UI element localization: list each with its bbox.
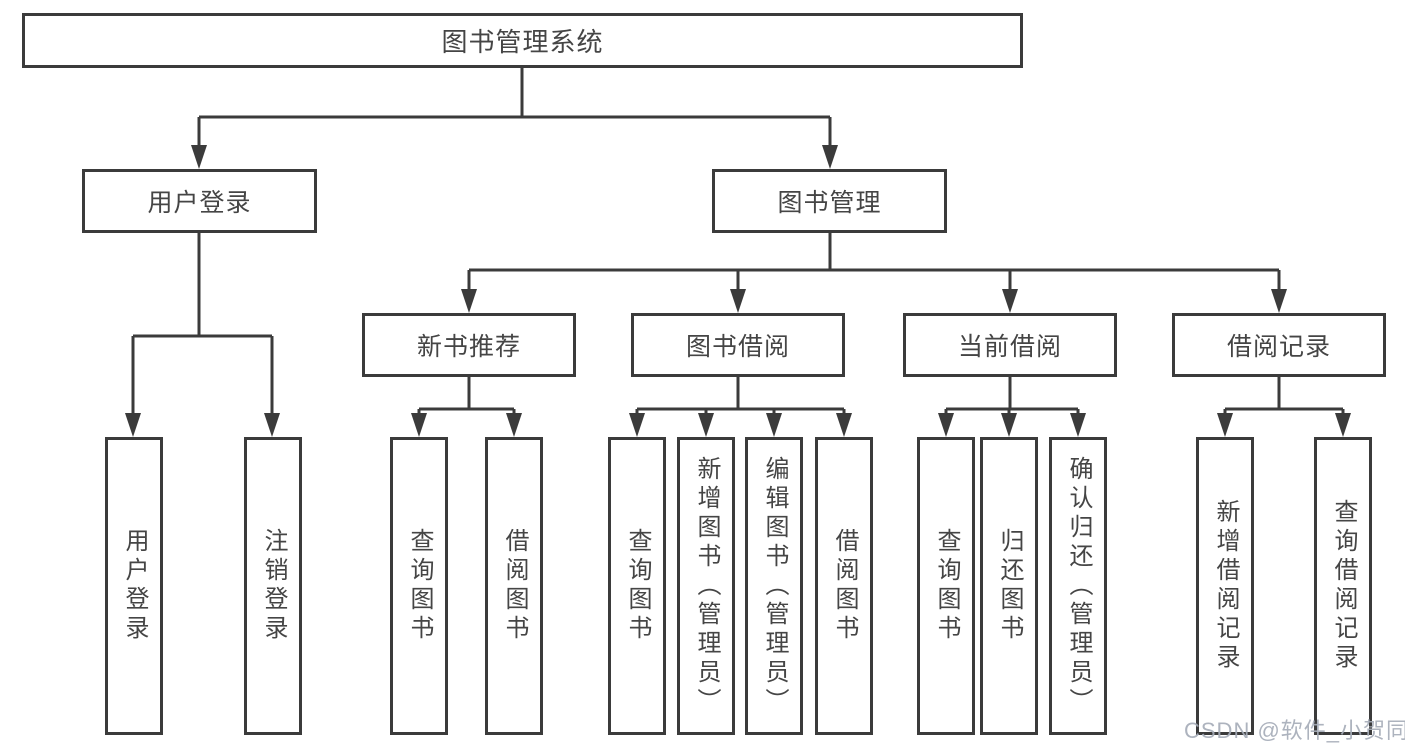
leaf-borrow-books-recommendation-label: 借阅图书 — [501, 528, 528, 644]
leaf-confirm-return-admin-label: 确认归还（管理员） — [1065, 455, 1092, 717]
leaf-query-books-recommendation-label: 查询图书 — [406, 528, 433, 644]
leaf-logout-label: 注销登录 — [260, 528, 287, 644]
leaf-borrow-books-label: 借阅图书 — [831, 528, 858, 644]
leaf-add-books-admin-label: 新增图书（管理员） — [693, 455, 720, 717]
node-book-management: 图书管理 — [712, 169, 947, 233]
node-current-borrowing: 当前借阅 — [903, 313, 1117, 377]
leaf-edit-books-admin: 编辑图书（管理员） — [745, 437, 803, 735]
leaf-borrow-books: 借阅图书 — [815, 437, 873, 735]
leaf-query-borrow-record-label: 查询借阅记录 — [1330, 499, 1357, 673]
node-book-borrowing: 图书借阅 — [631, 313, 845, 377]
leaf-logout: 注销登录 — [244, 437, 302, 735]
node-borrowing-records: 借阅记录 — [1172, 313, 1386, 377]
leaf-return-books: 归还图书 — [980, 437, 1038, 735]
leaf-query-books-recommendation: 查询图书 — [390, 437, 448, 735]
leaf-edit-books-admin-label: 编辑图书（管理员） — [761, 455, 788, 717]
leaf-query-books-borrowing-label: 查询图书 — [624, 528, 651, 644]
leaf-return-books-label: 归还图书 — [996, 528, 1023, 644]
leaf-add-borrow-record-label: 新增借阅记录 — [1212, 499, 1239, 673]
leaf-add-books-admin: 新增图书（管理员） — [677, 437, 735, 735]
leaf-confirm-return-admin: 确认归还（管理员） — [1049, 437, 1107, 735]
leaf-query-books-borrowing: 查询图书 — [608, 437, 666, 735]
leaf-borrow-books-recommendation: 借阅图书 — [485, 437, 543, 735]
leaf-user-login: 用户登录 — [105, 437, 163, 735]
leaf-add-borrow-record: 新增借阅记录 — [1196, 437, 1254, 735]
leaf-query-borrow-record: 查询借阅记录 — [1314, 437, 1372, 735]
leaf-query-books-current: 查询图书 — [917, 437, 975, 735]
node-new-book-recommendation: 新书推荐 — [362, 313, 576, 377]
watermark-text: CSDN @软件_小贺同学 — [1184, 718, 1405, 743]
leaf-user-login-label: 用户登录 — [121, 528, 148, 644]
leaf-query-books-current-label: 查询图书 — [933, 528, 960, 644]
node-library-management-system: 图书管理系统 — [22, 13, 1023, 68]
node-user-login: 用户登录 — [82, 169, 317, 233]
